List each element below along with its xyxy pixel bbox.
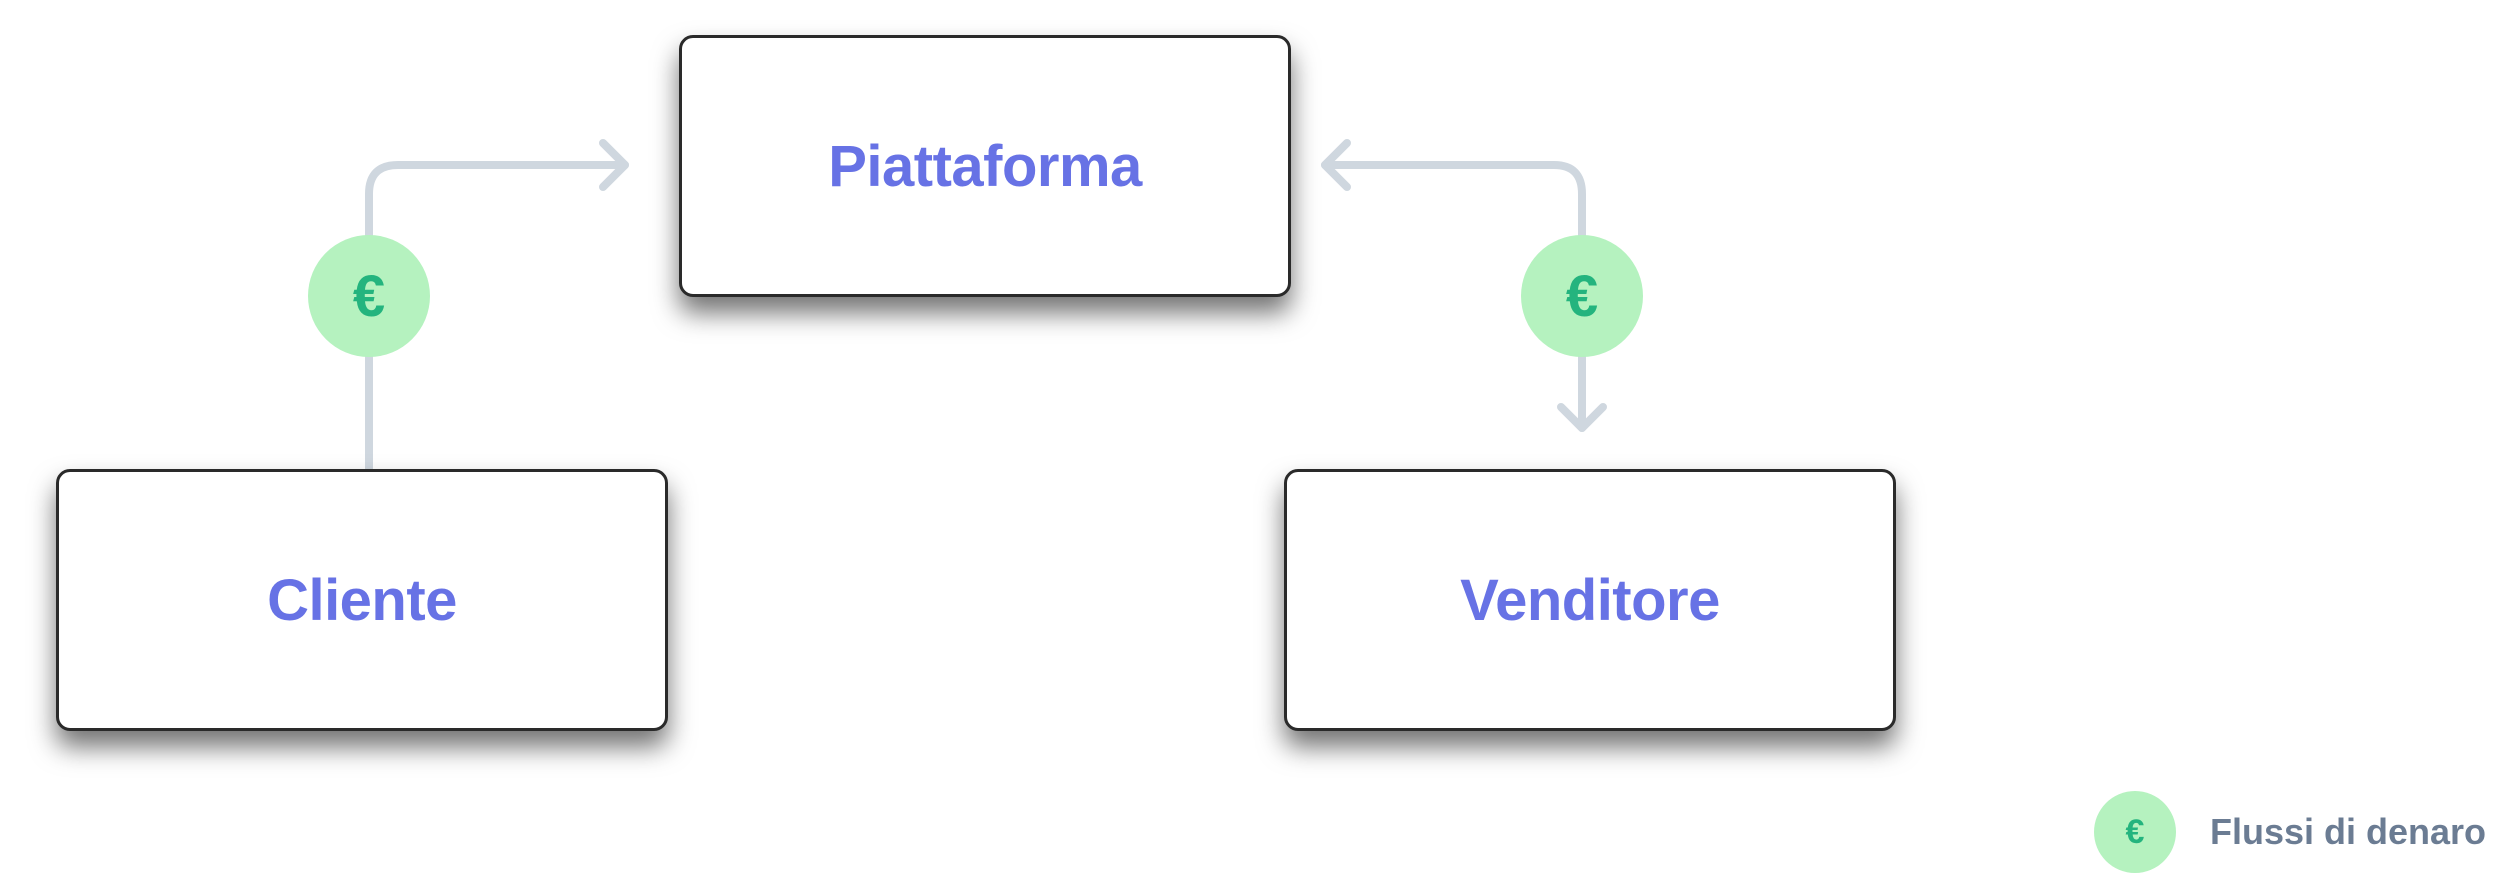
euro-symbol: € xyxy=(1565,263,1599,329)
arrowhead-left-icon xyxy=(1321,139,1351,191)
arrowhead-right-icon xyxy=(599,139,629,191)
legend: € Flussi di denaro xyxy=(2094,791,2486,873)
legend-label: Flussi di denaro xyxy=(2210,811,2487,852)
node-seller: Venditore xyxy=(1284,469,1896,731)
connector-platform-to-seller xyxy=(1321,161,1586,432)
legend-euro-symbol: € xyxy=(2125,812,2145,851)
connector-client-to-platform xyxy=(365,161,629,547)
legend-euro-coin-icon: € xyxy=(2094,791,2176,873)
node-client: Cliente xyxy=(56,469,668,731)
node-platform-label: Piattaforma xyxy=(828,133,1142,199)
node-platform: Piattaforma xyxy=(679,35,1291,297)
arrowhead-down-icon xyxy=(1557,403,1607,432)
node-seller-label: Venditore xyxy=(1460,567,1720,633)
euro-coin-icon: € xyxy=(1521,235,1643,357)
euro-coin-icon: € xyxy=(308,235,430,357)
euro-symbol: € xyxy=(352,263,386,329)
node-client-label: Cliente xyxy=(267,567,457,633)
